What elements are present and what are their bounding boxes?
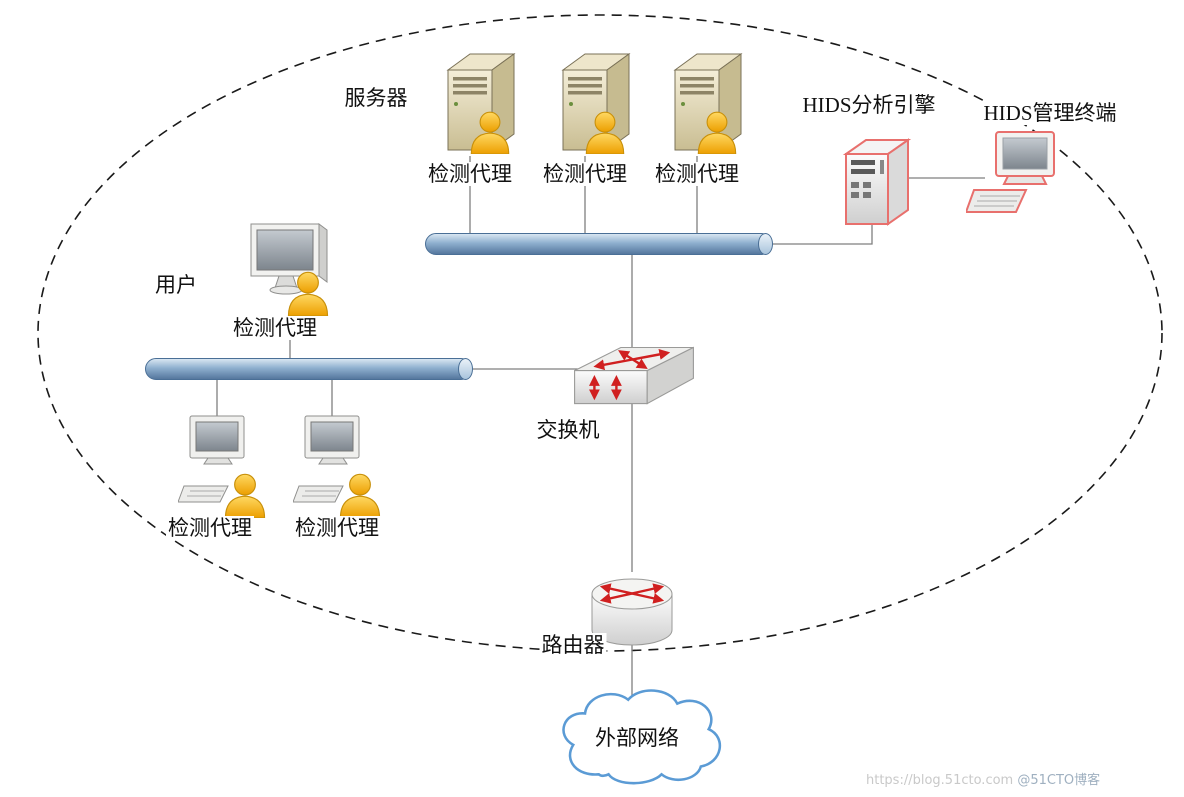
watermark-url: https://blog.51cto.com [866, 773, 1014, 788]
hids-engine-server-icon [836, 136, 916, 228]
user-agent-label: 检测代理 [231, 316, 319, 341]
watermark-handle: @51CTO博客 [1017, 773, 1101, 788]
detection-agent-label: 检测代理 [426, 162, 514, 187]
user-label: 用户 [153, 273, 199, 298]
server-icon [434, 48, 524, 158]
pc-agent-label: 检测代理 [166, 516, 254, 541]
network-bus-users [145, 358, 473, 380]
watermark: https://blog.51cto.com @51CTO博客 [866, 769, 1100, 788]
server-group-label: 服务器 [342, 86, 410, 111]
server-icon [661, 48, 751, 158]
network-bus-servers [425, 233, 773, 255]
hids-terminal-label: HIDS管理终端 [981, 101, 1119, 126]
pc-agent-label: 检测代理 [293, 516, 381, 541]
hids-engine-label: HIDS分析引擎 [800, 93, 938, 118]
server-icon [549, 48, 639, 158]
detection-agent-label: 检测代理 [541, 162, 629, 187]
hids-terminal-computer-icon [966, 128, 1066, 220]
switch-icon [568, 342, 700, 408]
user-monitor-icon [243, 218, 338, 318]
workstation-icon [293, 414, 388, 519]
detection-agent-label: 检测代理 [653, 162, 741, 187]
router-label: 路由器 [539, 633, 607, 658]
switch-label: 交换机 [534, 418, 602, 443]
external-network-label: 外部网络 [595, 726, 679, 750]
workstation-icon [178, 414, 273, 519]
